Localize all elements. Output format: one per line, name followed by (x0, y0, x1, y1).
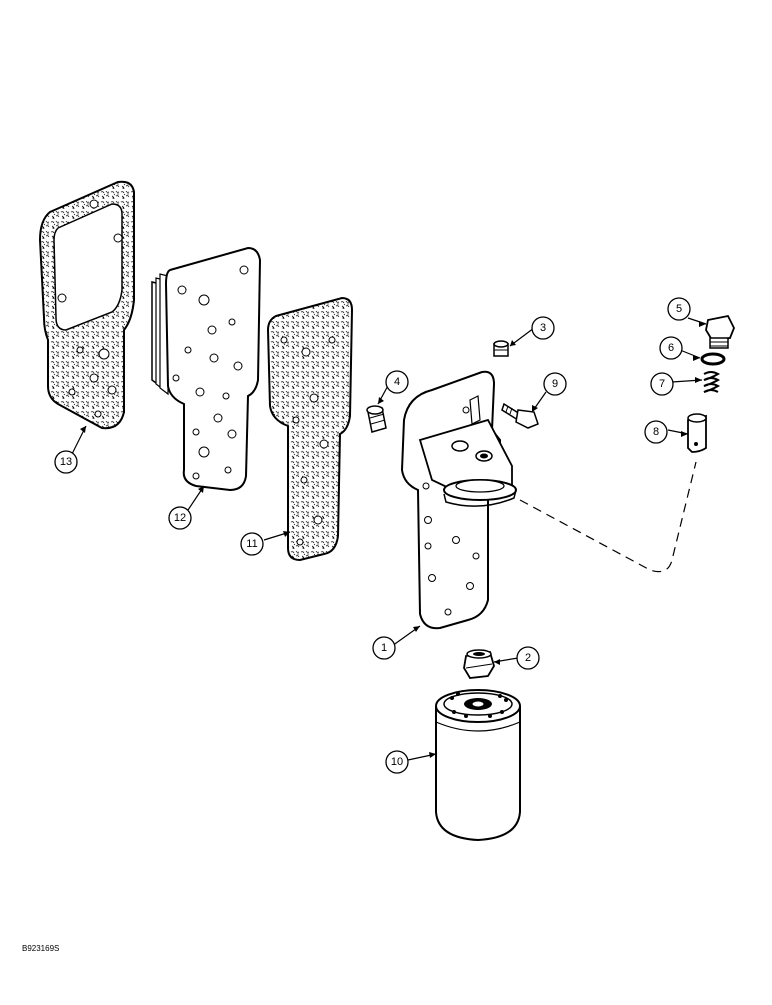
callout-1: 1 (372, 636, 396, 660)
gasket-13 (38, 180, 135, 430)
oil-filter-10 (435, 689, 521, 842)
callout-2: 2 (516, 646, 540, 670)
callout-label: 1 (381, 642, 387, 654)
spring-7 (703, 371, 721, 393)
callout-6: 6 (659, 336, 683, 360)
callout-label: 3 (540, 322, 546, 334)
plug-5 (705, 314, 735, 349)
valve-8 (687, 413, 707, 453)
callout-label: 2 (525, 652, 531, 664)
callout-8: 8 (644, 420, 668, 444)
dashed-flow-line (519, 461, 697, 573)
callout-label: 9 (552, 378, 558, 390)
callout-7: 7 (650, 372, 674, 396)
callout-12: 12 (168, 506, 192, 530)
drawing-id: B923169S (22, 944, 59, 953)
oil-filter-head-1 (400, 370, 517, 630)
callout-9: 9 (543, 372, 567, 396)
callout-label: 11 (246, 538, 257, 550)
callout-label: 4 (394, 376, 400, 388)
callout-3: 3 (531, 316, 555, 340)
callout-label: 6 (668, 342, 674, 354)
gasket-11 (266, 296, 354, 562)
callout-label: 12 (174, 512, 186, 524)
callout-13: 13 (54, 450, 78, 474)
callout-4: 4 (385, 370, 409, 394)
bolt-9 (501, 402, 539, 429)
callout-label: 5 (676, 303, 682, 315)
callout-label: 13 (60, 456, 72, 468)
callout-label: 8 (653, 426, 659, 438)
leader-arrowheads (80, 321, 706, 758)
callout-10: 10 (385, 750, 409, 774)
plug-3 (493, 340, 509, 357)
callout-label: 7 (659, 378, 665, 390)
callout-5: 5 (667, 297, 691, 321)
oil-cooler-12 (151, 246, 262, 492)
nipple-2 (463, 649, 495, 679)
callout-11: 11 (240, 532, 264, 556)
plug-4 (366, 405, 387, 433)
callout-label: 10 (391, 756, 403, 768)
o-ring-6 (700, 352, 726, 366)
